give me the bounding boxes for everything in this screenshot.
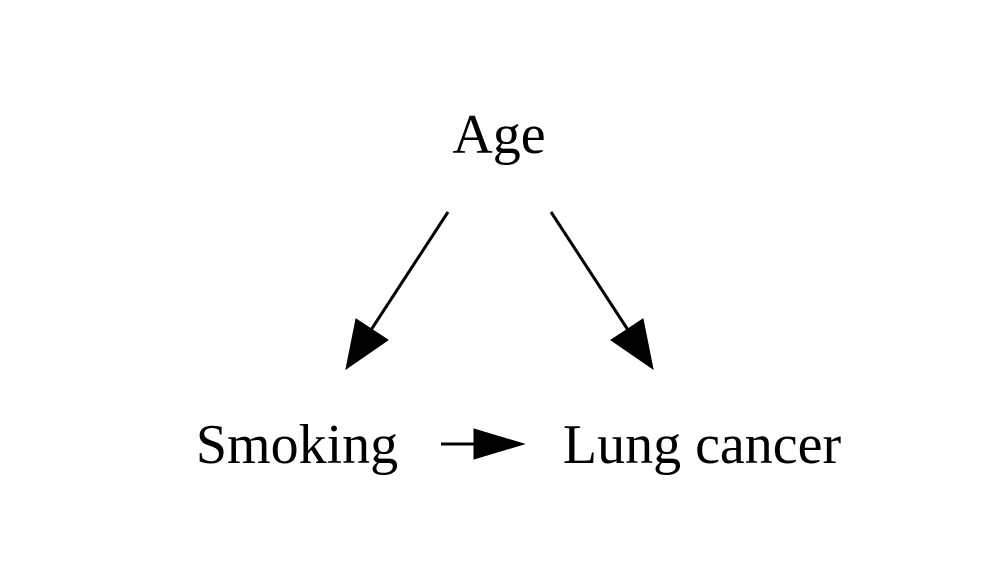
edge-smoking-to-lung-cancer xyxy=(441,428,526,460)
edge-age-to-smoking-line xyxy=(369,211,450,331)
edge-age-to-lung-cancer-arrowhead xyxy=(610,318,654,371)
edge-age-to-lung-cancer xyxy=(549,211,654,371)
node-smoking: Smoking xyxy=(196,414,398,476)
edge-age-to-smoking xyxy=(345,211,450,371)
edge-age-to-smoking-arrowhead xyxy=(345,318,389,371)
edge-age-to-lung-cancer-line xyxy=(549,211,630,331)
edge-smoking-to-lung-cancer-arrowhead xyxy=(473,428,526,460)
node-age: Age xyxy=(452,104,545,166)
node-lung-cancer: Lung cancer xyxy=(563,414,842,476)
